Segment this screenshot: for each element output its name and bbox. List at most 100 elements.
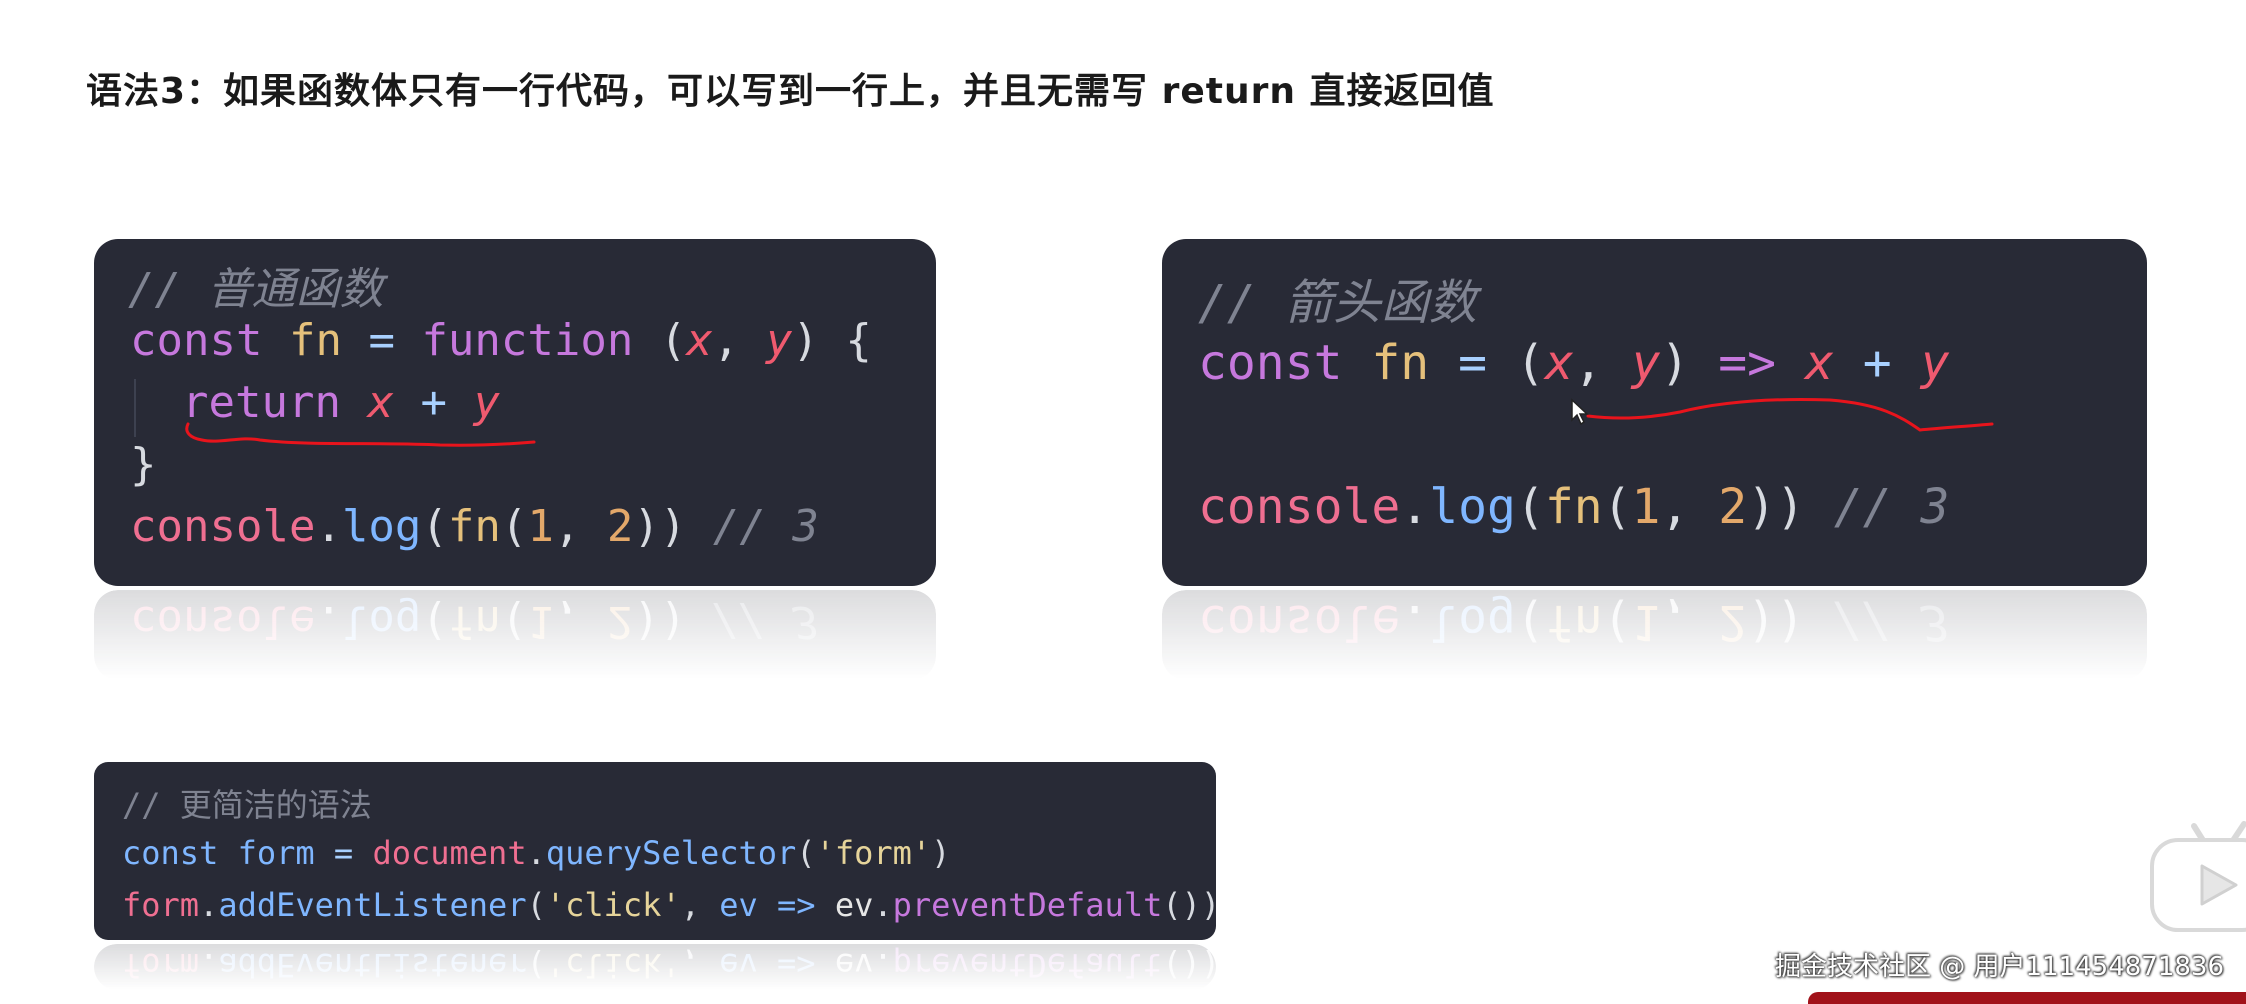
code-token: ) bbox=[931, 834, 951, 872]
code-token: querySelector bbox=[545, 834, 797, 872]
code-token: , bbox=[553, 501, 581, 552]
code-token: ev bbox=[834, 946, 874, 984]
code-token: + bbox=[1862, 335, 1892, 391]
code-line-3: } bbox=[130, 439, 157, 490]
code-line-4: console.log(fn(1, 2)) // 3 bbox=[130, 501, 819, 552]
code-token: // 3 bbox=[1833, 479, 1950, 535]
code-token: )) bbox=[633, 501, 687, 552]
code-token: y bbox=[1920, 335, 1950, 391]
code-token: => bbox=[777, 886, 816, 924]
code-token: document bbox=[372, 834, 527, 872]
code-token: . bbox=[315, 501, 342, 552]
code-token: = bbox=[1458, 335, 1488, 391]
code-comment: // 普通函数 bbox=[128, 264, 384, 315]
code-token: , bbox=[680, 946, 700, 984]
code-token: , bbox=[553, 596, 581, 647]
code-token: // 3 bbox=[712, 501, 819, 552]
play-icon[interactable] bbox=[2148, 816, 2246, 936]
code-comment: // 箭头函数 bbox=[1198, 275, 1477, 331]
code-token: , bbox=[1660, 479, 1690, 535]
code-token: ( bbox=[421, 596, 448, 647]
code-token: ) bbox=[792, 315, 819, 366]
code-token: )) bbox=[1747, 479, 1805, 535]
code-token: preventDefault bbox=[892, 946, 1163, 984]
code-token: ()) bbox=[1162, 886, 1221, 924]
code-token: form bbox=[237, 834, 315, 872]
code-token: 'click' bbox=[545, 946, 681, 984]
code-token: // 3 bbox=[712, 596, 819, 647]
code-token: 'click' bbox=[545, 886, 681, 924]
code-token: 1 bbox=[1631, 479, 1661, 535]
code-line-2: return x + y bbox=[182, 377, 500, 428]
concise-syntax-code-card: // 更简洁的语法 const form = document.querySel… bbox=[94, 762, 1220, 940]
code-token: fn bbox=[447, 596, 501, 647]
code-token: )) bbox=[633, 596, 687, 647]
code-token: . bbox=[315, 596, 342, 647]
code-token: addEventListener bbox=[218, 886, 527, 924]
code-token: => bbox=[777, 946, 816, 984]
code-token: const bbox=[1198, 335, 1343, 391]
code-token: fn bbox=[1544, 479, 1603, 535]
code-token: . bbox=[873, 886, 893, 924]
code-token: 2 bbox=[1718, 479, 1748, 535]
code-token: log bbox=[1429, 594, 1516, 650]
code-token: 1 bbox=[527, 596, 554, 647]
code-token: 1 bbox=[1631, 594, 1661, 650]
code-token: form bbox=[122, 886, 200, 924]
code-token: fn bbox=[1544, 594, 1603, 650]
code-token: // 3 bbox=[1833, 594, 1950, 650]
code-token: ()) bbox=[1162, 946, 1216, 984]
code-token: . bbox=[1400, 594, 1430, 650]
code-token: x bbox=[367, 377, 394, 428]
code-token: , bbox=[1660, 594, 1690, 650]
code-token: ( bbox=[1602, 594, 1632, 650]
code-token: . bbox=[873, 946, 893, 984]
code-token: x bbox=[686, 315, 713, 366]
red-bar bbox=[1808, 992, 2246, 1004]
code-token: ( bbox=[1515, 594, 1545, 650]
code-token: console bbox=[130, 596, 316, 647]
code-token: console bbox=[1198, 594, 1401, 650]
code-token: , bbox=[680, 886, 700, 924]
code-token: log bbox=[1429, 479, 1516, 535]
normal-function-code-card: // 普通函数 const fn = function (x, y) { ret… bbox=[94, 239, 936, 586]
normal-card-reflection: console.log(fn(1, 2)) // 3 bbox=[94, 590, 936, 680]
code-line-1: const fn = (x, y) => x + y bbox=[1198, 335, 1950, 391]
code-token: ( bbox=[796, 834, 816, 872]
code-token: fn bbox=[447, 501, 501, 552]
code-line-2: form.addEventListener('click', ev => ev.… bbox=[122, 886, 1220, 924]
code-token: ) bbox=[1660, 335, 1690, 391]
code-line-2: console.log(fn(1, 2)) // 3 bbox=[1198, 479, 1949, 535]
code-token: . bbox=[199, 946, 219, 984]
code-token: , bbox=[712, 315, 740, 366]
code-token: addEventListener bbox=[218, 946, 527, 984]
code-token: 2 bbox=[606, 596, 634, 647]
code-token: const bbox=[130, 315, 263, 366]
code-token: { bbox=[845, 315, 872, 366]
code-token: x bbox=[1804, 335, 1834, 391]
code-token: y bbox=[765, 315, 793, 366]
code-token: console bbox=[130, 501, 316, 552]
code-token: = bbox=[333, 834, 354, 872]
code-token: ( bbox=[500, 596, 528, 647]
concise-card-reflection: form.addEventListener('click', ev => ev.… bbox=[94, 944, 1216, 990]
code-token: ( bbox=[1515, 335, 1545, 391]
code-line-1: const fn = function (x, y) { bbox=[130, 315, 872, 366]
code-token: + bbox=[420, 377, 447, 428]
arrow-card-reflection: console.log(fn(1, 2)) // 3 bbox=[1162, 590, 2147, 680]
code-token: 'form' bbox=[815, 834, 932, 872]
code-token: ev bbox=[834, 886, 874, 924]
code-token: const bbox=[122, 834, 219, 872]
code-token: ( bbox=[526, 946, 546, 984]
code-token: . bbox=[526, 834, 546, 872]
code-token: ( bbox=[526, 886, 546, 924]
code-token: ( bbox=[421, 501, 448, 552]
code-token: fn bbox=[1371, 335, 1430, 391]
code-token: 1 bbox=[527, 501, 554, 552]
code-token: ( bbox=[1602, 479, 1632, 535]
code-token: ev bbox=[719, 946, 758, 984]
code-token: return bbox=[182, 377, 341, 428]
reflected-code-line: form.addEventListener('click', ev => ev.… bbox=[122, 946, 1216, 984]
code-token: )) bbox=[1747, 594, 1805, 650]
code-token: 2 bbox=[606, 501, 634, 552]
